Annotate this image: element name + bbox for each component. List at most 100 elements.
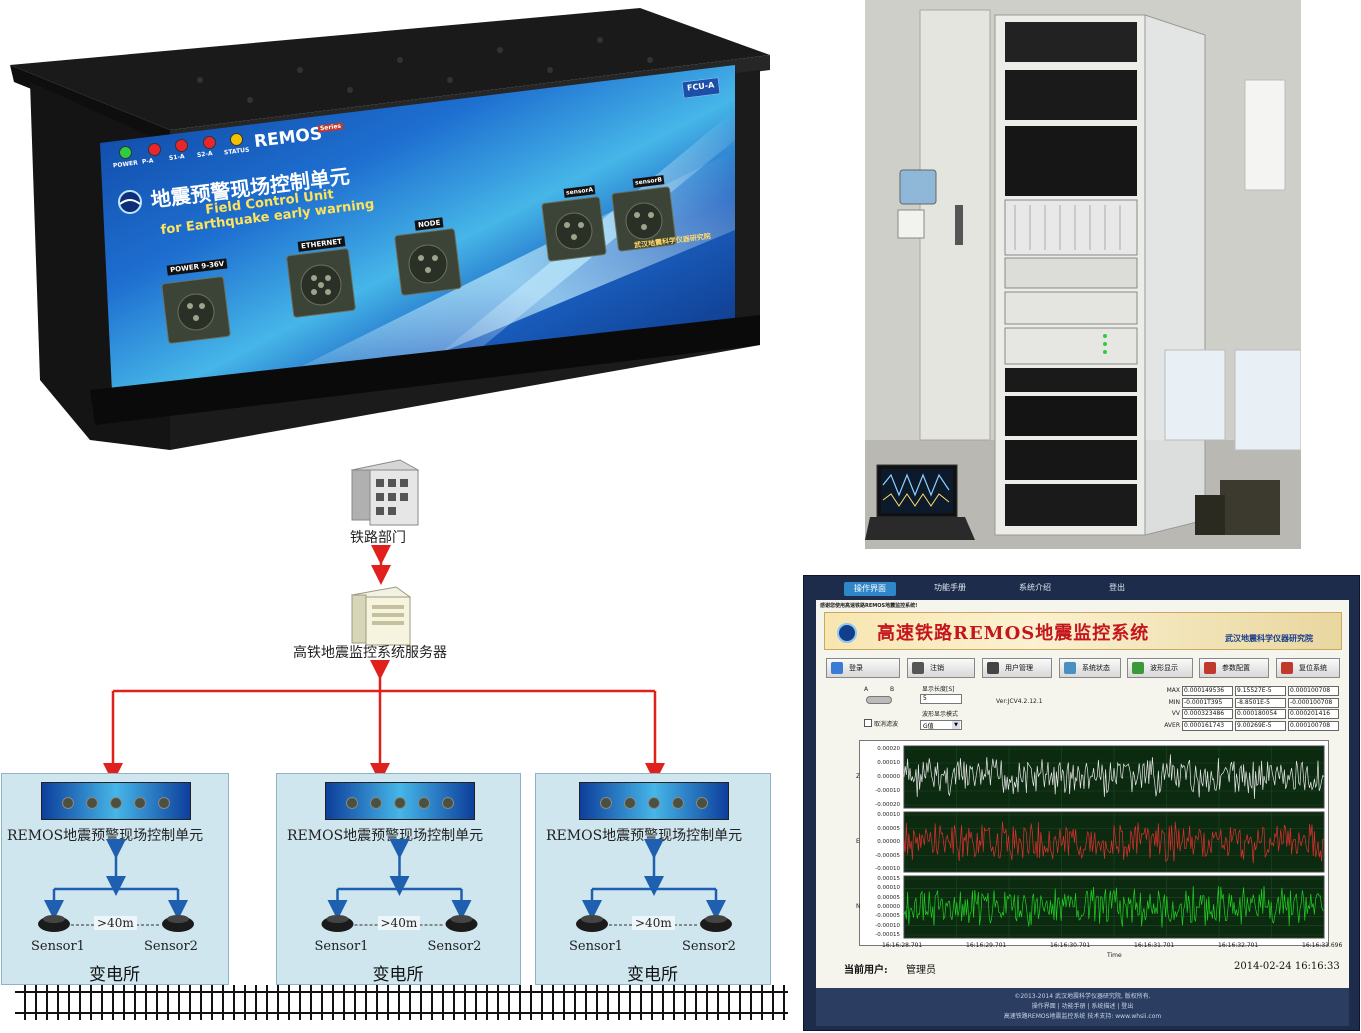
y-tick-label: 0.00000: [877, 774, 900, 780]
toolbar-button-label: 系统状态: [1082, 664, 1110, 672]
x-tick-label: 16:16:29.701: [966, 942, 1007, 949]
sensor1-label: Sensor1: [314, 939, 369, 954]
toolbar-button-3[interactable]: 系统状态: [1059, 658, 1121, 678]
footer-support: 高速铁路REMOS地震监控系统 技术支持: www.whsii.com: [1003, 1013, 1162, 1020]
y-tick-label: -0.00015: [875, 932, 900, 938]
nav-tab-3[interactable]: 登出: [1109, 583, 1125, 592]
stat-cell: -0.000100708: [1288, 697, 1339, 708]
y-tick-label: -0.00005: [875, 852, 900, 859]
wave-mode-select[interactable]: G值 ▼: [920, 720, 962, 730]
y-tick-label: 0.00005: [877, 825, 900, 832]
toolbar-button-icon: [1132, 662, 1144, 674]
nav-tab-2[interactable]: 系统介绍: [1019, 583, 1051, 592]
stat-cell: 0.000161743: [1182, 720, 1233, 731]
footer-links[interactable]: 操作界面 | 功能手册 | 系统描述 | 登出: [1031, 1003, 1134, 1010]
sensor-distance: >40m: [632, 916, 675, 930]
y-tick-label: -0.00010: [875, 788, 900, 794]
stat-cell: 0.000323486: [1182, 709, 1233, 719]
toolbar-button-0[interactable]: 登录: [826, 658, 900, 678]
y-tick-label: -0.00010: [875, 866, 900, 872]
substation-links: [38, 839, 194, 932]
stat-cell: 9.15527E-5: [1235, 686, 1286, 696]
y-tick-label: -0.00005: [875, 913, 900, 920]
toolbar-button-4[interactable]: 波形显示: [1127, 658, 1193, 678]
waveform-trace: [903, 821, 1325, 864]
stat-cell: 9.00269E-5: [1235, 720, 1286, 731]
stat-cell: 0.000100708: [1288, 686, 1339, 696]
y-tick-label: -0.00010: [875, 922, 900, 929]
connector-thumb: [600, 797, 612, 809]
y-tick-label: 0.00005: [877, 894, 900, 901]
substation-name: 变电所: [89, 965, 140, 985]
toolbar-button-icon: [1281, 662, 1293, 674]
railway-department-label: 铁路部门: [350, 530, 406, 546]
connector-thumb: [441, 797, 454, 809]
connector-thumb: [417, 797, 430, 809]
stat-row-label: MIN: [1168, 698, 1180, 706]
app-footer: ©2013-2014 武汉地震科学仪器研究院, 版权所有. 操作界面 | 功能手…: [816, 988, 1349, 1026]
welcome-text: 感谢您使用高速铁路REMOS地震监控系统!: [820, 603, 918, 609]
display-length-input[interactable]: 5: [920, 694, 962, 704]
network-diagram: [15, 459, 788, 1020]
stat-row-label: MAX: [1166, 687, 1180, 694]
banner-title: 高速铁路REMOS地震监控系统: [877, 623, 1150, 644]
fcu-unit-thumbnail: [41, 782, 191, 820]
y-tick-label: 0.00010: [877, 885, 900, 892]
connector-thumb: [672, 797, 684, 809]
sensor1-label: Sensor1: [569, 939, 623, 954]
toolbar-button-label: 波形显示: [1150, 664, 1178, 672]
current-user-label: 当前用户:: [844, 965, 888, 976]
connector-thumb: [110, 797, 122, 809]
banner-org: 武汉地震科学仪器研究院: [1225, 634, 1313, 643]
channel-axis-label: Z: [856, 773, 861, 780]
connector-thumb: [369, 797, 382, 809]
substation-unit-title: REMOS地震预警现场控制单元: [546, 828, 743, 844]
connector-thumb: [393, 797, 406, 809]
y-tick-label: -0.00020: [875, 802, 900, 808]
stat-cell: 0.000201416: [1288, 709, 1339, 719]
toolbar-button-5[interactable]: 参数配置: [1199, 658, 1269, 678]
substation-name: 变电所: [372, 965, 424, 985]
sensor-distance: >40m: [94, 916, 137, 930]
waveform-trace: [903, 885, 1325, 928]
waveform-trace: [903, 754, 1325, 799]
toolbar-button-label: 参数配置: [1222, 664, 1250, 672]
filter-checkbox[interactable]: [864, 719, 872, 727]
sensor2-label: Sensor2: [144, 939, 198, 954]
nav-tab-1[interactable]: 功能手册: [934, 583, 966, 592]
footer-copyright: ©2013-2014 武汉地震科学仪器研究院, 版权所有.: [1014, 993, 1151, 1000]
channel-toggle[interactable]: [866, 696, 892, 704]
x-tick-label: 16:16:32.701: [1218, 942, 1259, 949]
status-led-0: [119, 146, 132, 159]
institute-logo-icon: [837, 623, 857, 643]
nav-tab-0[interactable]: 操作界面: [844, 582, 896, 596]
toolbar-button-label: 用户管理: [1005, 664, 1033, 672]
channel-a-label: A: [864, 686, 869, 693]
current-user-value: 管理员: [906, 965, 936, 976]
substation-unit-title: REMOS地震预警现场控制单元: [7, 828, 204, 844]
toolbar-button-2[interactable]: 用户管理: [982, 658, 1052, 678]
sensor2-label: Sensor2: [682, 939, 736, 954]
stat-cell: 0.000149536: [1182, 686, 1233, 696]
connector-thumb: [345, 797, 358, 809]
y-tick-label: 0.00000: [877, 904, 900, 910]
substation-links: [576, 839, 732, 932]
toolbar-button-1[interactable]: 注销: [907, 658, 975, 678]
x-tick-label: 16:16:31.701: [1134, 942, 1175, 949]
x-tick-label: 16:16:30.701: [1050, 942, 1091, 949]
connector-thumb: [648, 797, 660, 809]
stat-cell: 0.000100708: [1288, 720, 1339, 731]
connector-thumb: [624, 797, 636, 809]
equipment-cabinet-photo: [865, 0, 1301, 549]
fcu-unit-thumbnail: [579, 782, 729, 820]
toolbar-button-6[interactable]: 复位系统: [1276, 658, 1340, 678]
version-text: Ver:JCV4.2.12.1: [996, 698, 1043, 705]
wave-mode-label: 波形显示模式: [922, 711, 959, 718]
stat-row-label: AVER: [1164, 721, 1180, 729]
y-tick-label: 0.00000: [877, 839, 900, 845]
status-led-3: [203, 136, 216, 149]
